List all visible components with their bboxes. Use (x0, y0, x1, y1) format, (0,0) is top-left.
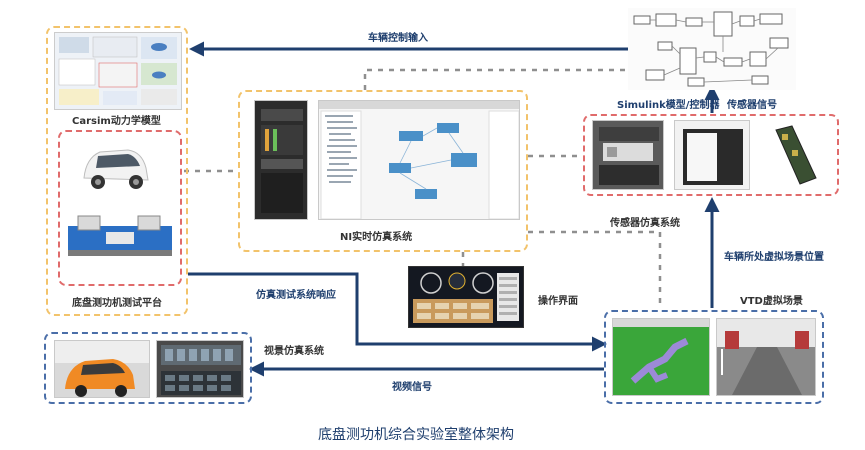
simulink-blocks (633, 11, 789, 87)
label-visual-sim: 视景仿真系统 (264, 346, 324, 357)
vtd-map-image (612, 318, 710, 396)
operation-ui-screenshot (408, 266, 524, 328)
sensor-sim-box (583, 114, 839, 196)
label-ni-system: NI实时仿真系统 (340, 232, 413, 243)
vtd-scene-image (716, 318, 816, 396)
visual-sim-box (44, 332, 252, 404)
ni-system-box (238, 90, 528, 252)
visual-sim-car-image (54, 340, 150, 398)
ni-software-screenshot (318, 100, 520, 220)
label-sensor-signal: 传感器信号 (727, 100, 777, 111)
arrow-sim-response (188, 272, 607, 352)
diagram-caption: 底盘测功机综合实验室整体架构 (318, 427, 514, 443)
visual-sim-equipment-image (156, 340, 244, 398)
carsim-platform-group (46, 26, 188, 316)
label-simulink: Simulink模型/控制器 (617, 100, 720, 111)
sensor-image-1 (592, 120, 664, 190)
sensor-image-2 (674, 120, 750, 190)
label-operation-ui: 操作界面 (538, 296, 578, 307)
ni-rack-image (254, 100, 308, 220)
label-carsim: Carsim动力学模型 (72, 116, 161, 127)
label-sim-response: 仿真测试系统响应 (256, 290, 336, 301)
label-vehicle-position: 车辆所处虚拟场景位置 (724, 252, 824, 263)
carsim-screenshot (54, 32, 182, 110)
simulink-diagram (628, 8, 796, 90)
label-video-signal: 视频信号 (392, 382, 432, 393)
label-chassis-platform: 底盘测功机测试平台 (72, 298, 162, 309)
car-image (78, 140, 152, 194)
dotted-links (184, 68, 662, 308)
label-vtd: VTD虚拟场景 (740, 296, 803, 307)
chassis-platform-box (58, 130, 182, 286)
vtd-box (604, 310, 824, 404)
dyno-image (64, 208, 176, 262)
label-vehicle-control-input: 车辆控制输入 (368, 33, 428, 44)
sensor-image-3 (762, 120, 832, 190)
label-sensor-sim: 传感器仿真系统 (610, 218, 680, 229)
